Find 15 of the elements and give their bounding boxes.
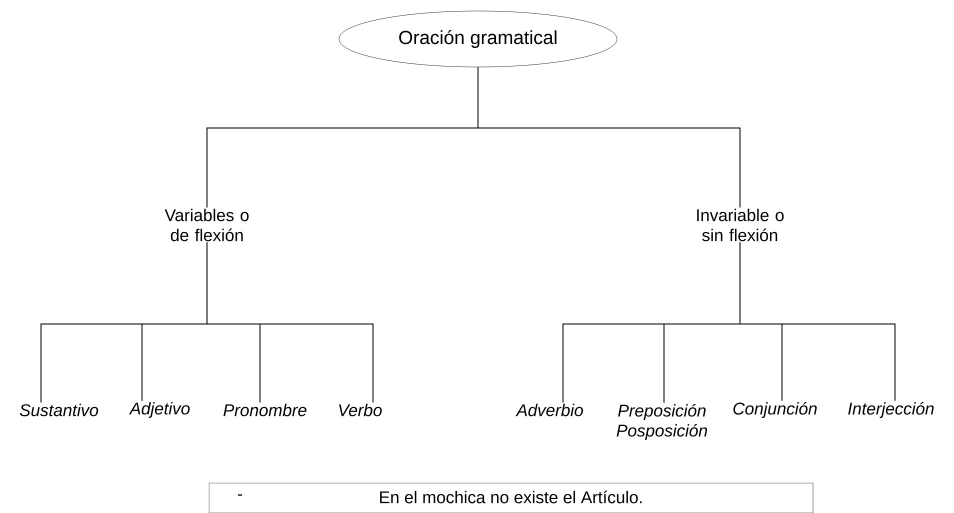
word-class-label: Sustantivo <box>20 404 98 416</box>
tree-connector <box>740 242 896 402</box>
word-class-label: Pronombre <box>223 404 306 416</box>
word-class-label: Conjunción <box>733 402 817 418</box>
category-label: Invariable o sin flexión <box>697 208 784 242</box>
tree-connector <box>478 66 740 208</box>
word-class-label: Adjetivo <box>128 402 190 418</box>
word-class-label: Verbo <box>339 404 382 416</box>
ellipse-node: Oración gramatical <box>338 10 618 68</box>
tree-connector <box>206 242 374 404</box>
word-class-label: Preposición Posposición <box>616 404 708 440</box>
word-class-label: Adverbio <box>516 404 583 416</box>
word-class-label: Interjección <box>848 402 934 418</box>
category-label: Variables o de flexión <box>164 208 249 242</box>
note-box: - En el mochica no existe el Artículo. <box>208 482 814 513</box>
